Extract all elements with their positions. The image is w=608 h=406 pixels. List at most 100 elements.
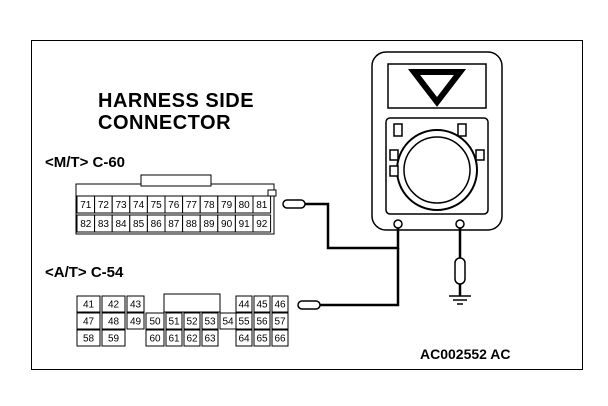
meter-switch-left bbox=[393, 123, 403, 137]
terminal-cell bbox=[271, 295, 289, 313]
terminal-cell bbox=[101, 329, 126, 347]
at-terminal-grid: 41 42 43 44 45 46 47 48 49 50 51 52 53 54 55 56 57 58 59 60… bbox=[76, 295, 289, 347]
terminal-number: 64 bbox=[238, 334, 250, 345]
terminal-cell bbox=[253, 295, 271, 313]
terminal-number: 65 bbox=[256, 334, 268, 345]
terminal-cell bbox=[145, 329, 165, 347]
terminal-number: 87 bbox=[168, 219, 180, 230]
terminal-number: 66 bbox=[274, 334, 286, 345]
terminal-number: 88 bbox=[186, 219, 198, 230]
terminal-number: 85 bbox=[133, 219, 145, 230]
meter-indicator-3 bbox=[475, 149, 485, 161]
terminal-cell bbox=[165, 329, 183, 347]
terminal-number: 63 bbox=[204, 334, 216, 345]
terminal-number: 49 bbox=[130, 317, 142, 328]
terminal-number: 92 bbox=[256, 219, 268, 230]
terminal-number: 42 bbox=[108, 300, 120, 311]
terminal-number: 89 bbox=[203, 219, 215, 230]
terminal-number: 44 bbox=[238, 300, 250, 311]
at-probe bbox=[297, 300, 321, 310]
terminal-number: 47 bbox=[83, 317, 95, 328]
terminal-cell bbox=[101, 312, 126, 330]
terminal-number: 50 bbox=[149, 317, 161, 328]
terminal-number: 53 bbox=[204, 317, 216, 328]
terminal-number: 72 bbox=[98, 200, 110, 211]
terminal-number: 84 bbox=[115, 219, 127, 230]
test-leads bbox=[282, 199, 466, 310]
terminal-number: 43 bbox=[130, 300, 142, 311]
terminal-cell bbox=[165, 312, 183, 330]
terminal-number: 45 bbox=[256, 300, 268, 311]
mt-connector-label: <M/T> C-60 bbox=[45, 154, 126, 171]
terminal-number: 83 bbox=[98, 219, 110, 230]
meter-switch-right bbox=[457, 123, 467, 137]
terminal-number: 62 bbox=[186, 334, 198, 345]
volt-symbol-icon bbox=[407, 69, 467, 107]
terminal-number: 56 bbox=[256, 317, 268, 328]
meter-jack-right bbox=[455, 219, 465, 229]
terminal-number: 71 bbox=[80, 200, 92, 211]
terminal-number: 59 bbox=[108, 334, 120, 345]
terminal-number: 73 bbox=[115, 200, 127, 211]
terminal-cell bbox=[253, 329, 271, 347]
terminal-number: 52 bbox=[186, 317, 198, 328]
mt-connector-lock bbox=[140, 174, 212, 187]
at-lead-wire bbox=[320, 248, 400, 307]
terminal-cell bbox=[235, 312, 253, 330]
at-connector: 41 42 43 44 45 46 47 48 49 50 51 52 53 54 55 56 57 58 59 60… bbox=[76, 293, 289, 347]
terminal-number: 79 bbox=[221, 200, 233, 211]
terminal-cell bbox=[183, 329, 201, 347]
terminal-number: 51 bbox=[168, 317, 180, 328]
terminal-number: 82 bbox=[80, 219, 92, 230]
heading-line-2: CONNECTOR bbox=[98, 112, 232, 134]
terminal-number: 60 bbox=[149, 334, 161, 345]
terminal-number: 54 bbox=[222, 317, 234, 328]
terminal-cell bbox=[76, 312, 101, 330]
at-connector-label: <A/T> C-54 bbox=[45, 264, 124, 281]
terminal-cell bbox=[126, 295, 145, 313]
terminal-number: 41 bbox=[83, 300, 95, 311]
terminal-number: 75 bbox=[151, 200, 163, 211]
terminal-cell bbox=[201, 329, 219, 347]
terminal-cell bbox=[101, 295, 126, 313]
terminal-number: 81 bbox=[256, 200, 268, 211]
terminal-number: 91 bbox=[239, 219, 251, 230]
terminal-number: 80 bbox=[239, 200, 251, 211]
meter-indicator-1 bbox=[389, 149, 399, 161]
figure-code: AC002552 AC bbox=[420, 346, 511, 362]
terminal-cell bbox=[271, 312, 289, 330]
terminal-number: 90 bbox=[221, 219, 233, 230]
terminal-cell bbox=[253, 312, 271, 330]
mt-connector-tab bbox=[267, 189, 277, 197]
terminal-number: 86 bbox=[151, 219, 163, 230]
terminal-cell bbox=[76, 329, 101, 347]
terminal-number: 77 bbox=[186, 200, 198, 211]
ground-clip bbox=[454, 257, 466, 285]
terminal-cell bbox=[271, 329, 289, 347]
terminal-number: 46 bbox=[274, 300, 286, 311]
terminal-cell bbox=[235, 295, 253, 313]
meter-dial-inner bbox=[403, 136, 471, 204]
terminal-cell bbox=[201, 312, 219, 330]
diagram-frame bbox=[31, 40, 583, 370]
mt-lead-wire bbox=[305, 202, 400, 250]
terminal-cell bbox=[235, 329, 253, 347]
terminal-cell bbox=[145, 312, 165, 330]
terminal-cell bbox=[183, 312, 201, 330]
terminal-number: 78 bbox=[203, 200, 215, 211]
meter-indicator-2 bbox=[389, 165, 399, 177]
terminal-cell bbox=[252, 195, 272, 214]
heading-line-1: HARNESS SIDE bbox=[98, 90, 255, 112]
terminal-number: 55 bbox=[238, 317, 250, 328]
mt-probe bbox=[282, 199, 306, 209]
terminal-number: 57 bbox=[274, 317, 286, 328]
at-connector-lock bbox=[163, 293, 221, 313]
terminal-number: 48 bbox=[108, 317, 120, 328]
terminal-cell bbox=[76, 295, 101, 313]
meter-jack-left bbox=[393, 219, 403, 229]
ground-icon bbox=[449, 295, 471, 305]
terminal-cell bbox=[252, 214, 272, 233]
terminal-number: 58 bbox=[83, 334, 95, 345]
